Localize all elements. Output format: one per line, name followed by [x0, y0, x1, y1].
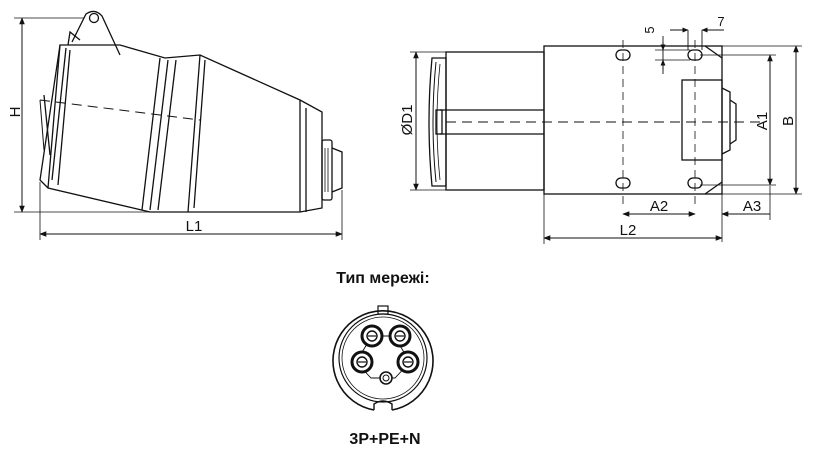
network-type-title: Тип мережі:: [336, 270, 429, 287]
dimension-height: [14, 17, 150, 213]
label-a3: A3: [743, 198, 761, 215]
socket-pins: [350, 324, 420, 385]
dimension-diameter: [410, 51, 446, 191]
dimension-b: [722, 45, 802, 195]
pin-l1: [360, 324, 384, 348]
dimension-length-l2: [543, 194, 723, 244]
label-height: H: [7, 107, 24, 118]
pin-l2: [388, 324, 412, 348]
label-slot-5: 5: [642, 26, 657, 33]
pin-pe: [379, 371, 393, 385]
network-type-label: 3P+PE+N: [349, 431, 420, 448]
label-slot-7: 7: [717, 14, 724, 29]
label-length-l1: L1: [186, 218, 203, 235]
pin-n: [396, 350, 420, 374]
label-diameter: ØD1: [399, 105, 416, 136]
front-view: [428, 40, 760, 205]
label-length-l2: L2: [620, 222, 637, 239]
dimension-length-l1: [39, 182, 343, 240]
dimension-a2-a3: [622, 186, 771, 242]
side-view: [39, 10, 343, 213]
label-b: B: [780, 116, 797, 126]
dimension-a1: [700, 54, 776, 186]
dimension-slot: [655, 27, 724, 74]
pin-l3: [350, 350, 374, 374]
label-a1: A1: [754, 112, 771, 130]
label-a2: A2: [650, 198, 668, 215]
